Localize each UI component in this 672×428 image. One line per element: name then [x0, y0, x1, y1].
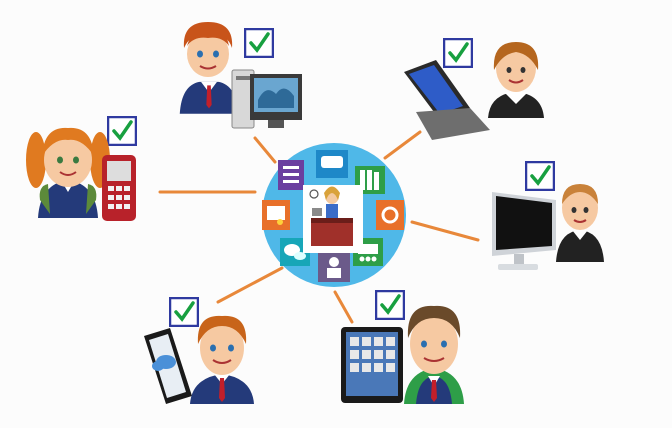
node-boy-tablet: [341, 290, 464, 404]
connector-girl-laptop: [383, 130, 422, 160]
presentation-icon: [376, 200, 404, 230]
desktop-computer-icon: [231, 69, 302, 129]
certificate-icon: [262, 200, 290, 230]
girl-avatar: [488, 42, 544, 118]
node-girl-phone: [26, 116, 137, 221]
connector-boy-monitor: [410, 220, 480, 242]
connector-lines: [158, 130, 480, 324]
chat-icon: [316, 150, 348, 178]
tablet-icon: [341, 327, 403, 403]
boy-avatar: [556, 184, 604, 262]
node-girl-laptop: [404, 38, 544, 140]
checkbox-checked-boy-monitor: [525, 161, 555, 191]
checkbox-checked-girl-laptop: [443, 38, 473, 68]
connector-boy-smartphone: [216, 266, 284, 304]
node-boy-desktop: [179, 20, 302, 129]
boy-avatar: [179, 20, 239, 114]
learning-hub: [262, 143, 406, 287]
laptop-icon: [404, 60, 490, 140]
node-boy-smartphone: [144, 297, 254, 404]
teacher-at-desk: [303, 185, 363, 253]
checkbox-checked-boy-smartphone: [169, 297, 199, 327]
mobile-phone-icon: [102, 155, 136, 221]
checkbox-checked-boy-desktop: [244, 28, 274, 58]
lecturer-icon: [318, 252, 350, 282]
checkbox-checked-girl-phone: [107, 116, 137, 146]
smartphone-icon: [144, 328, 192, 404]
connector-boy-tablet: [333, 290, 354, 324]
boy-avatar: [404, 305, 464, 404]
monitor-icon: [492, 192, 556, 270]
checkbox-checked-boy-tablet: [375, 290, 405, 320]
connector-boy-desktop: [253, 136, 277, 164]
checklist-icon: [278, 160, 304, 190]
girl-avatar: [26, 127, 110, 218]
node-boy-monitor: [492, 161, 604, 270]
boy-avatar: [190, 315, 254, 404]
